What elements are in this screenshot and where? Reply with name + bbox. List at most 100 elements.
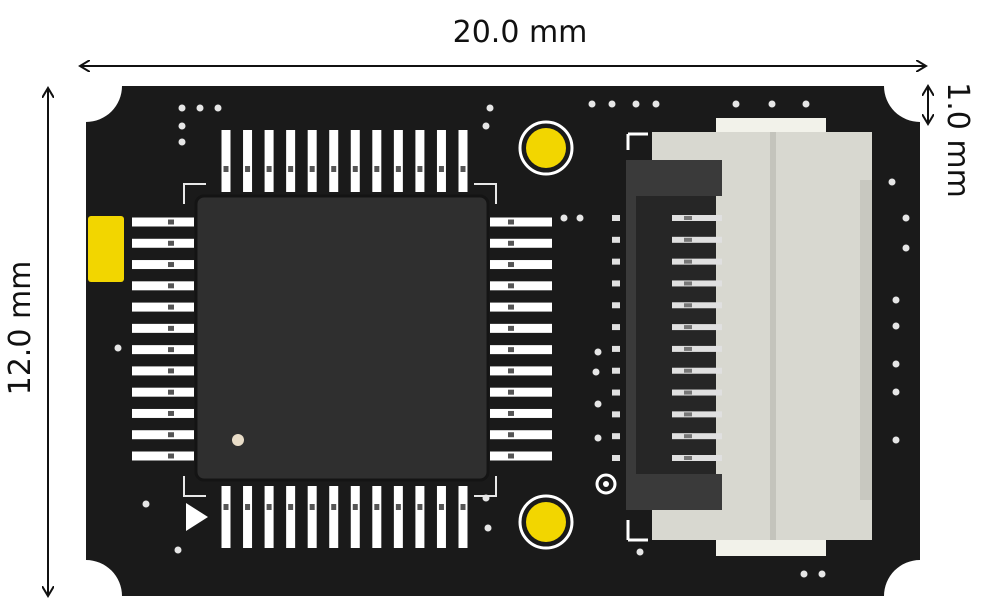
qfp-pin-via [508,240,514,246]
qfp-pin-right [490,451,552,461]
qfp-pin-via [508,432,514,438]
qfp-pin-via [508,368,514,374]
connector-pin [672,367,722,374]
qfp-pin-right [490,238,552,248]
qfp-pin-via [223,504,229,510]
qfp-pin-right [490,302,552,312]
width-dimension-label: 20.0 mm [453,15,588,50]
via-dot [174,546,182,554]
qfp-pin-right [490,366,552,376]
qfp-pin-via [508,453,514,459]
qfp-pin-right [490,281,552,291]
qfp-pin-right [490,408,552,418]
connector-pin [672,324,722,331]
qfp-pin-via [331,504,337,510]
qfp-pin-via [352,166,358,172]
connector-pin [672,236,722,243]
qfp-pin-via [508,325,514,331]
qfp-pin-via [508,347,514,353]
qfp-pin-bottom [415,486,425,548]
connector-pin-contact [684,434,692,439]
via-dot [768,100,776,108]
connector-pin-contact [684,281,692,286]
via-dot [178,122,186,130]
connector-pin [672,345,722,352]
qfp-pin-via [168,410,174,416]
qfp-pin-via [245,166,251,172]
qfp-pin-right [490,323,552,333]
qfp-pin-left [132,260,194,270]
via-dot [588,100,596,108]
via-dot [214,104,222,112]
via-dot [576,214,584,222]
via-dot [902,244,910,252]
connector-pin-tail [612,455,620,461]
connector-pin [672,411,722,418]
connector-pin [672,455,722,461]
qfp-pin-left [132,366,194,376]
qfp-pin-bottom [393,486,403,548]
connector-pin-tail [612,302,620,309]
connector-pin-contact [684,346,692,351]
qfp-pin-via [168,368,174,374]
qfp-pin-via [266,166,272,172]
qfp-pin-right [490,260,552,270]
qfp-pin-left [132,345,194,355]
qfp-pin-left [132,387,194,397]
qfp-pin-left [132,281,194,291]
connector-pin-tail [612,215,620,221]
connector-pin-tail [612,367,620,374]
qfp-pin-via [395,504,401,510]
connector-pin-tail [612,433,620,440]
connector-pin-tail [612,324,620,331]
connector-pin-tail [612,280,620,287]
qfp-pin-top [458,130,468,192]
qfp-pin-via [508,283,514,289]
qfp-pin-via [508,219,514,225]
qfp-pin-via [288,504,294,510]
qfp-pin-bottom [264,486,274,548]
connector-pin-tail [612,389,620,396]
connector-pin-contact [684,237,692,242]
qfp-pin-via [374,166,380,172]
qfp-pin-bottom [307,486,317,548]
qfp-pin-via [460,166,466,172]
qfp-pin-left [132,451,194,461]
connector-pins [612,215,722,461]
via-dot [178,138,186,146]
connector-pin-contact [684,456,692,460]
via-dot [800,570,808,578]
via-dot [594,434,602,442]
qfp-pin-right [490,345,552,355]
qfp-pin-top [221,130,231,192]
connector-pin-tail [612,258,620,265]
qfp-pin-via [168,219,174,225]
connector-pin-contact [684,368,692,373]
pin1-triangle-marker [186,503,208,531]
qfp-chip [194,194,490,482]
via-dot [594,400,602,408]
via-dot [592,368,600,376]
qfp-pin-via [168,262,174,268]
connector-pin-contact [684,303,692,308]
qfp-pin-top [372,130,382,192]
qfp-pin-via [374,504,380,510]
pin1-dot [232,434,244,446]
qfp-pin-via [309,504,315,510]
mounting-hole-bottom [518,494,574,550]
via-dot [114,344,122,352]
edge-gold-pad [88,216,124,282]
fiducial-ring [595,473,617,495]
qfp-pin-via [168,432,174,438]
via-dot [892,322,900,330]
qfp-pin-via [331,166,337,172]
qfp-pin-right [490,387,552,397]
mounting-hole-top [518,120,574,176]
via-dot [636,548,644,556]
qfp-pin-via [417,166,423,172]
qfp-pin-top [329,130,339,192]
qfp-pin-via [245,504,251,510]
qfp-pin-bottom [243,486,253,548]
qfp-pin-via [508,410,514,416]
